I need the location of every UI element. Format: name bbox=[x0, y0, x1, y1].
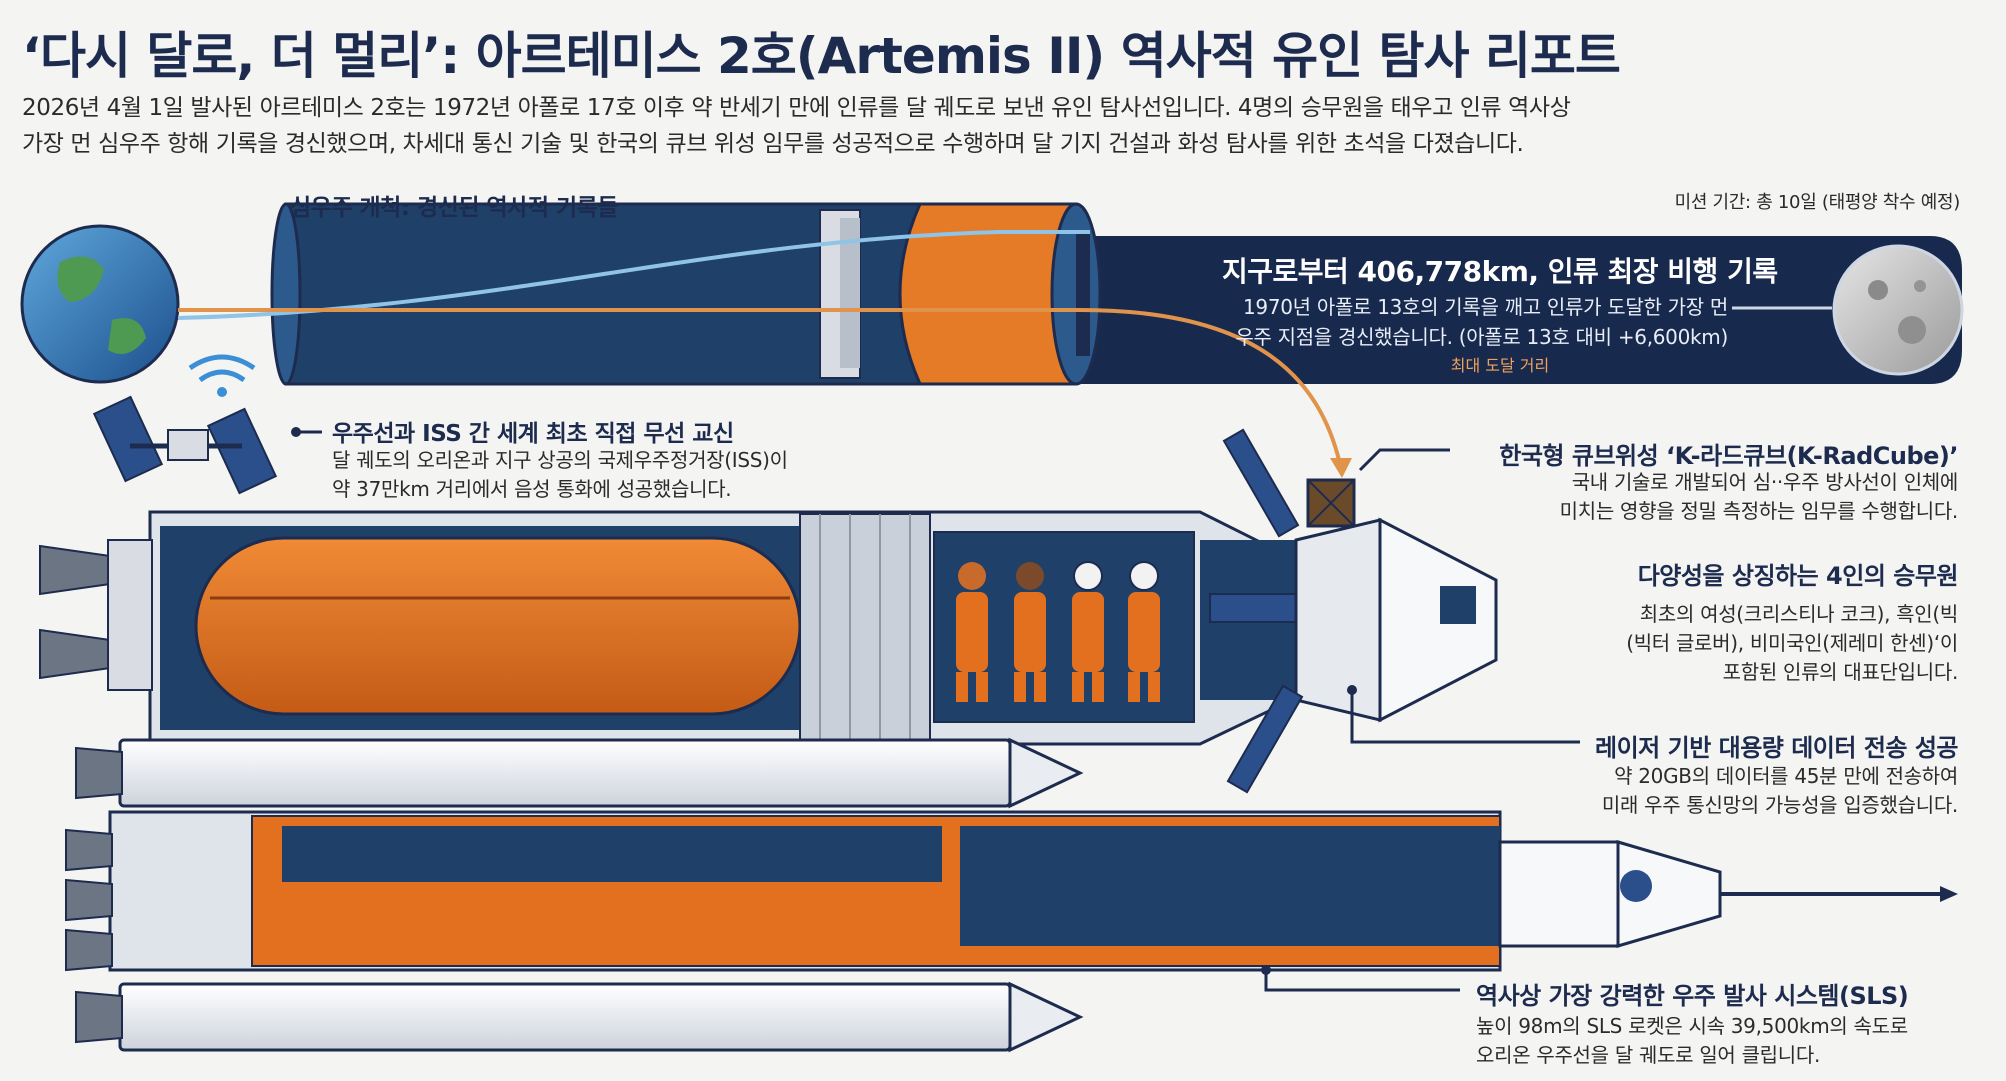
orion-capsule bbox=[1294, 517, 1498, 723]
crew-callout-body-2: (빅터 글로버), 비미국인(제레미 한센)‘이 bbox=[1626, 631, 1958, 655]
engine-nozzles-upper bbox=[39, 539, 153, 691]
distance-record-body-1: 1970년 아폴로 13호의 기록을 깨고 인류가 도달한 가장 먼 bbox=[1242, 295, 1728, 319]
laser-callout-body-1: 약 20GB의 데이터를 45분 만에 전송하여 bbox=[1614, 764, 1958, 788]
intro-line-1: 2026년 4월 1일 발사된 아르테미스 2호는 1972년 아폴로 17호 … bbox=[22, 95, 1571, 121]
crew-callout-body-1: 최초의 여성(크리스티나 코크), 흑인(빅 bbox=[1639, 602, 1959, 626]
sls-callout-body-1: 높이 98m의 SLS 로켓은 시속 39,500km의 속도로 bbox=[1476, 1014, 1908, 1038]
solar-panel-top bbox=[1222, 428, 1300, 538]
max-distance-label: 최대 도달 거리 bbox=[1450, 356, 1550, 375]
sls-callout-title: 역사상 가장 강력한 우주 발사 시스템(SLS) bbox=[1476, 982, 1909, 1010]
cubesat-icon bbox=[1306, 478, 1356, 528]
iss-callout-body-1: 달 궤도의 오리온과 지구 상공의 국제우주정거장(ISS)이 bbox=[332, 448, 788, 472]
cubesat-callout-title: 한국형 큐브위성 ‘K-라드큐브(K-RadCube)’ bbox=[1499, 442, 1958, 470]
crew-callout-title: 다양성을 상징하는 4인의 승무원 bbox=[1637, 562, 1959, 590]
iss-callout-body-2: 약 37만km 거리에서 음성 통화에 성공했습니다. bbox=[332, 477, 732, 501]
sls-rocket bbox=[65, 737, 1958, 1053]
records-section-label: 심우주 개척: 경신된 역사적 기록들 bbox=[290, 195, 618, 221]
astronaut-figures bbox=[956, 561, 1160, 702]
intro-line-2: 가장 먼 심우주 항해 기록을 경신했으며, 차세대 통신 기술 및 한국의 큐… bbox=[22, 131, 1524, 157]
laser-callout-title: 레이저 기반 대용량 데이터 전송 성공 bbox=[1595, 734, 1958, 762]
solar-panel-bottom bbox=[1226, 684, 1304, 794]
iss-callout-title: 우주선과 ISS 간 세계 최초 직접 무선 교신 bbox=[332, 421, 734, 447]
orion-cutaway bbox=[39, 428, 1498, 794]
page-title: ‘다시 달로, 더 멀리’: 아르테미스 2호(Artemis II) 역사적 … bbox=[22, 27, 1621, 85]
record-banner bbox=[1080, 236, 1962, 384]
earth-icon bbox=[20, 224, 180, 384]
trajectory-arrow bbox=[1330, 458, 1352, 478]
cubesat-pointer-line bbox=[1358, 448, 1450, 472]
cubesat-callout-body-1: 국내 기술로 개발되어 심··우주 방사선이 인체에 bbox=[1571, 470, 1959, 494]
crew-callout-body-3: 포함된 인류의 대표단입니다. bbox=[1722, 660, 1959, 684]
sls-callout-body-2: 오리온 우주선을 달 궤도로 일어 클립니다. bbox=[1476, 1043, 1821, 1067]
laser-callout-body-2: 미래 우주 통신망의 가능성을 입증했습니다. bbox=[1601, 793, 1958, 817]
sls-pointer-line bbox=[1264, 970, 1460, 992]
moon-icon bbox=[1832, 244, 1964, 376]
iss-icon bbox=[92, 354, 278, 495]
trajectory-line-orange bbox=[178, 308, 1342, 465]
laser-pointer-line bbox=[1350, 690, 1580, 744]
cubesat-callout-body-2: 미치는 영향을 정밀 측정하는 임무를 수행합니다. bbox=[1559, 499, 1959, 523]
distance-record-title: 지구로부터 406,778km, 인류 최장 비행 기록 bbox=[1222, 255, 1778, 288]
distance-record-body-2: 우주 지점을 경신했습니다. (아폴로 13호 대비 +6,600km) bbox=[1235, 325, 1728, 349]
mission-duration: 미션 기간: 총 10일 (태평양 착수 예정) bbox=[1674, 192, 1961, 213]
